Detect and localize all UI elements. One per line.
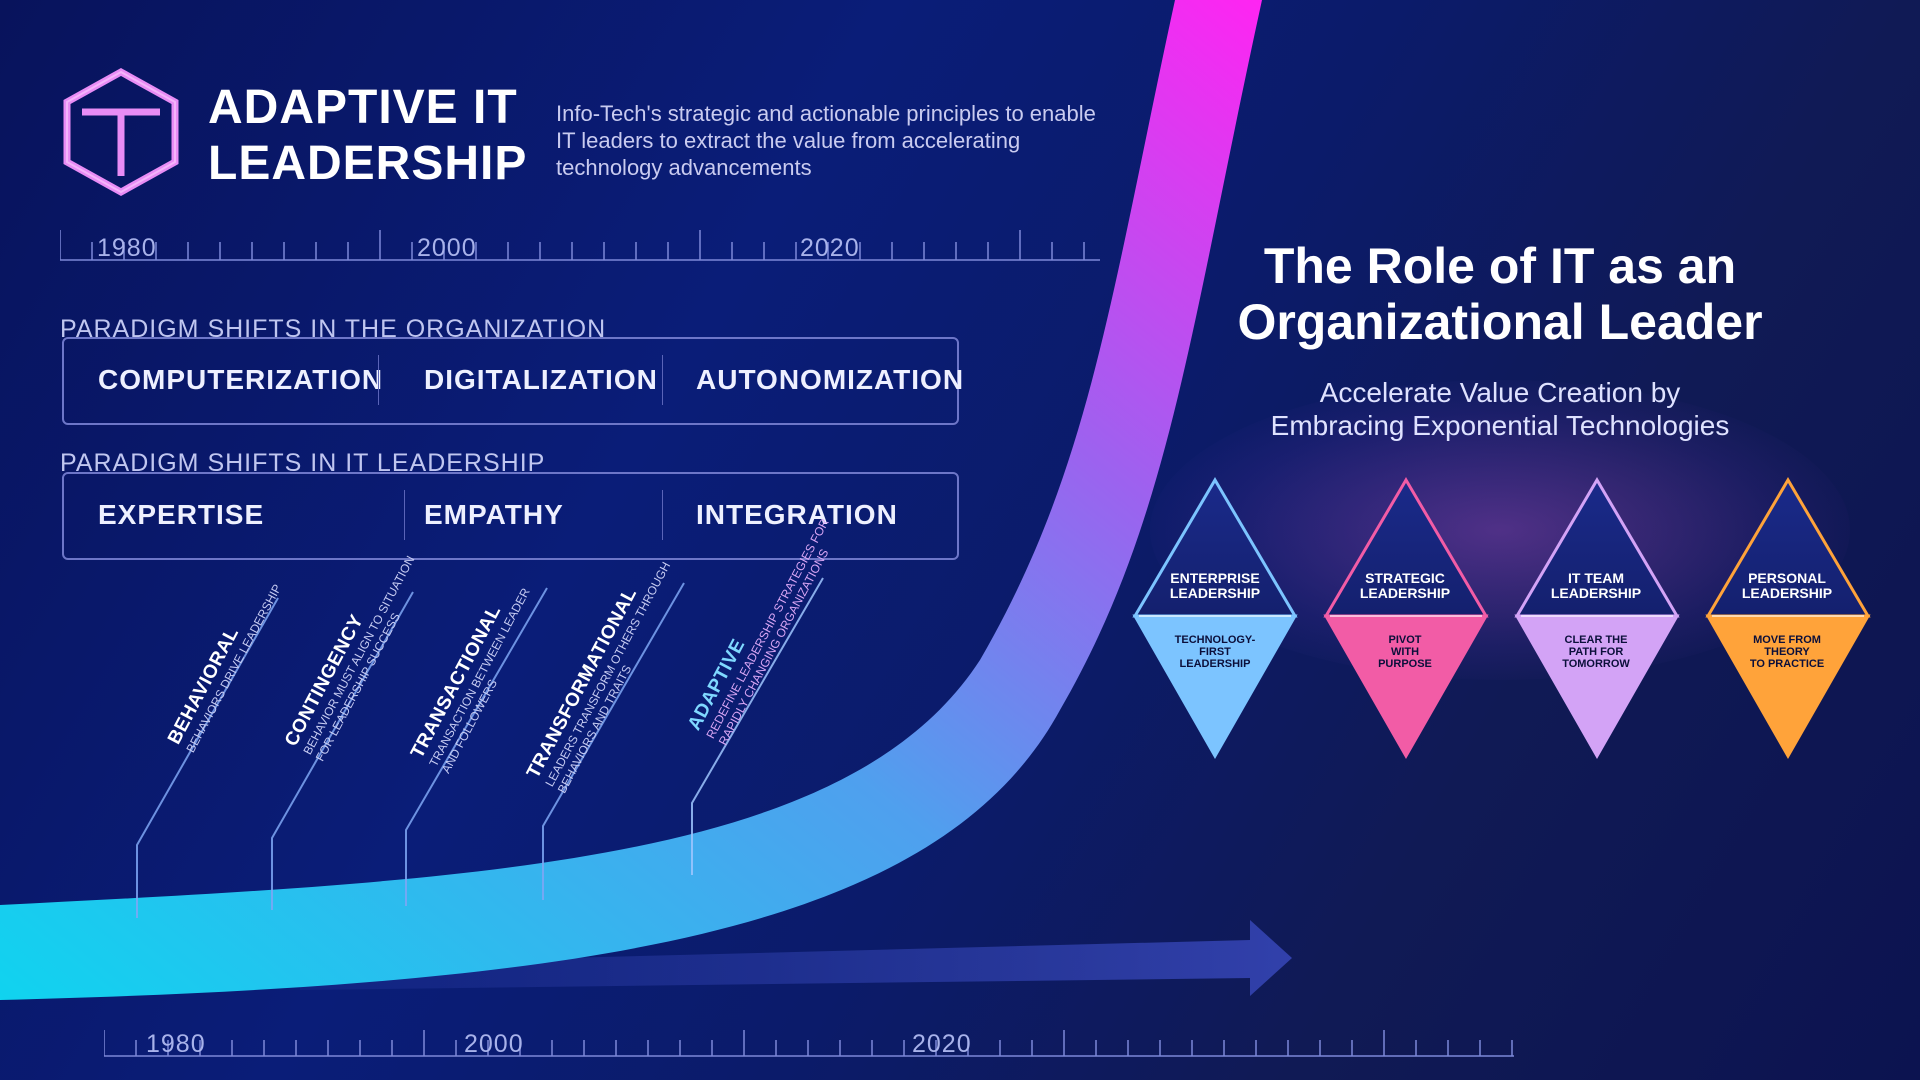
shift-empathy: EMPATHY (424, 499, 564, 530)
diamond-desc-line: TO PRACTICE (1749, 658, 1825, 670)
page-title: The Role of IT as an Organizational Lead… (1160, 238, 1840, 350)
diamond-strategic-title: STRATEGIC LEADERSHIP (1330, 571, 1480, 601)
logo-title-line1: ADAPTIVE IT (208, 81, 518, 134)
diamond-personal-title: PERSONAL LEADERSHIP (1712, 571, 1862, 601)
divider (662, 355, 663, 405)
diamond-0 (1132, 477, 1298, 760)
divider (662, 490, 663, 540)
hexagon-logo-icon (63, 67, 179, 197)
diamond-desc-line: TECHNOLOGY- (1174, 634, 1256, 646)
diamond-desc-line: LEADERSHIP (1179, 658, 1251, 670)
diamond-title-line: PERSONAL (1748, 570, 1826, 586)
bottom-timeline-label-2000: 2000 (464, 1030, 524, 1058)
diamond-enterprise-desc: TECHNOLOGY- FIRST LEADERSHIP (1140, 634, 1290, 670)
leadership-diamonds (1132, 477, 1871, 760)
growth-curve (0, 0, 1262, 1000)
leader-line-contingency (271, 591, 414, 910)
page-subtitle: Accelerate Value Creation by Embracing E… (1160, 376, 1840, 442)
diamond-title-line: LEADERSHIP (1741, 585, 1833, 601)
bottom-timeline-ruler (104, 1030, 1514, 1057)
diamond-desc-line: TOMORROW (1562, 658, 1630, 670)
diamond-title-line: LEADERSHIP (1550, 585, 1642, 601)
diamond-desc-line: MOVE FROM (1753, 634, 1821, 646)
divider (378, 355, 379, 405)
top-timeline-label-1980: 1980 (97, 234, 157, 262)
diamond-title-line: LEADERSHIP (1359, 585, 1451, 601)
leader-line-transformational (542, 582, 685, 900)
diamond-1 (1323, 477, 1489, 760)
it-leadership-shifts-title: PARADIGM SHIFTS IN IT LEADERSHIP (60, 449, 546, 477)
diamond-2 (1514, 477, 1680, 760)
shift-autonomization: AUTONOMIZATION (696, 364, 965, 395)
leader-line-adaptive (691, 577, 824, 875)
diamond-it-team-title: IT TEAM LEADERSHIP (1521, 571, 1671, 601)
tagline: Info-Tech's strategic and actionable pri… (556, 101, 1096, 180)
diamond-desc-line: PATH FOR (1568, 646, 1624, 658)
page-subtitle-line1: Accelerate Value Creation by (1319, 377, 1681, 408)
diamond-desc-line: FIRST (1199, 646, 1231, 658)
diamond-personal-desc: MOVE FROM THEORY TO PRACTICE (1712, 634, 1862, 670)
logo-title: ADAPTIVE IT LEADERSHIP (208, 80, 527, 192)
diamond-desc-line: THEORY (1764, 646, 1810, 658)
diamond-title-line: ENTERPRISE (1170, 570, 1260, 586)
page-title-line2: Organizational Leader (1237, 294, 1763, 350)
diamond-title-line: LEADERSHIP (1169, 585, 1261, 601)
bottom-timeline-label-2020: 2020 (912, 1030, 972, 1058)
shift-integration: INTEGRATION (696, 499, 898, 530)
divider (404, 490, 405, 540)
shift-expertise: EXPERTISE (98, 499, 265, 530)
organization-shifts-title: PARADIGM SHIFTS IN THE ORGANIZATION (60, 315, 607, 343)
diamond-desc-line: WITH (1390, 646, 1420, 658)
organization-shifts-box (62, 337, 959, 425)
diamond-3 (1705, 477, 1871, 760)
top-timeline-label-2020: 2020 (800, 234, 860, 262)
diamond-title-line: IT TEAM (1568, 570, 1624, 586)
shift-computerization: COMPUTERIZATION (98, 364, 384, 395)
logo-title-line2: LEADERSHIP (208, 137, 528, 190)
page-title-line1: The Role of IT as an (1263, 238, 1737, 294)
leader-line-transactional (405, 587, 548, 906)
diamond-strategic-desc: PIVOT WITH PURPOSE (1330, 634, 1480, 670)
it-leadership-shifts-box (62, 472, 959, 560)
bottom-timeline-label-1980: 1980 (146, 1030, 206, 1058)
progress-arrow (300, 920, 1292, 996)
diamond-title-line: STRATEGIC (1365, 570, 1445, 586)
diamond-it-team-desc: CLEAR THE PATH FOR TOMORROW (1521, 634, 1671, 670)
diamond-desc-line: CLEAR THE (1564, 634, 1628, 646)
diamond-desc-line: PIVOT (1388, 634, 1422, 646)
shift-digitalization: DIGITALIZATION (424, 364, 658, 395)
diamond-enterprise-title: ENTERPRISE LEADERSHIP (1140, 571, 1290, 601)
leader-line-behavioral (136, 597, 279, 918)
diamond-desc-line: PURPOSE (1378, 658, 1432, 670)
page-subtitle-line2: Embracing Exponential Technologies (1270, 410, 1730, 441)
top-timeline-label-2000: 2000 (417, 234, 477, 262)
top-timeline-ruler (60, 230, 1100, 261)
